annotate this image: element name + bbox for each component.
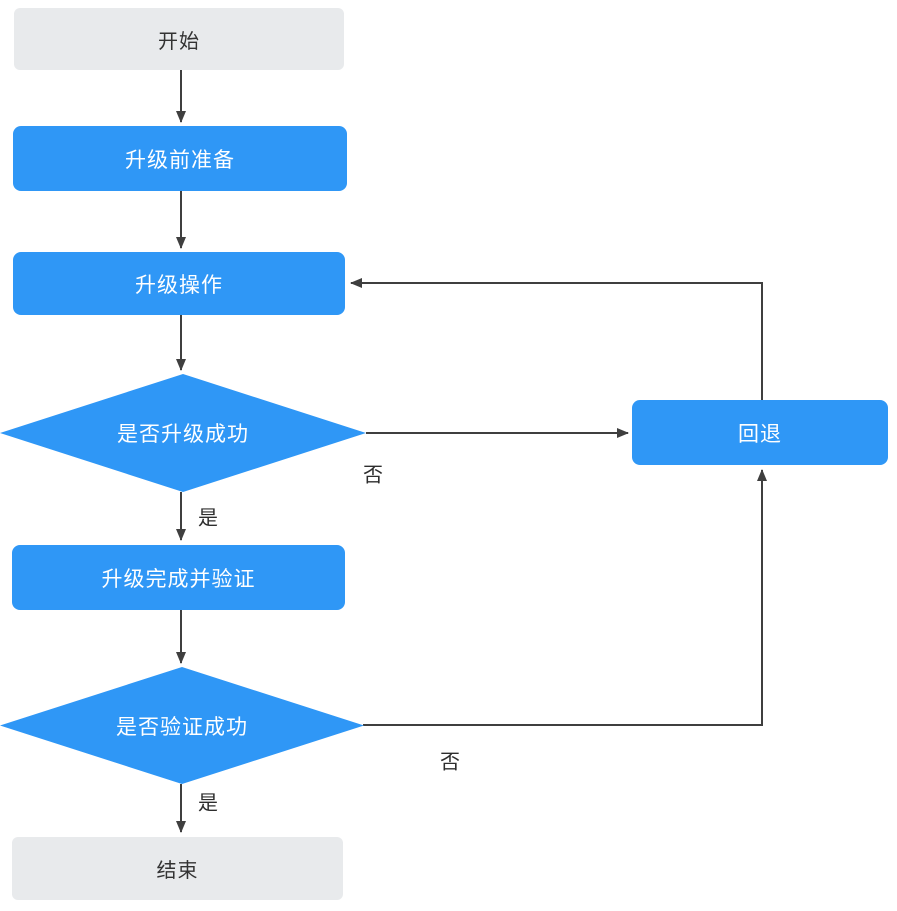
- verify-success-decision-label: 是否验证成功: [116, 715, 248, 739]
- start-node-label: 开始: [158, 30, 200, 53]
- edge-label-upgrade-yes: 是: [198, 507, 218, 530]
- prepare-node-label: 升级前准备: [125, 148, 235, 172]
- verify-node: 升级完成并验证: [12, 545, 345, 610]
- edge-label-upgrade-no: 否: [363, 464, 383, 487]
- verify-success-decision: 是否验证成功: [0, 667, 364, 784]
- rollback-node-label: 回退: [738, 422, 782, 446]
- end-node-label: 结束: [156, 860, 199, 882]
- edge-dec2-no-to-rollback: [363, 469, 767, 726]
- rollback-node: 回退: [632, 400, 888, 465]
- prepare-node: 升级前准备: [13, 126, 347, 191]
- operate-node: 升级操作: [13, 252, 345, 315]
- upgrade-success-decision-label: 是否升级成功: [117, 423, 249, 446]
- edge-label-verify-no: 否: [440, 751, 460, 774]
- start-node: 开始: [14, 8, 344, 70]
- upgrade-success-decision: 是否升级成功: [0, 374, 366, 492]
- operate-node-label: 升级操作: [135, 273, 223, 297]
- edge-label-verify-yes: 是: [198, 792, 218, 815]
- verify-node-label: 升级完成并验证: [101, 567, 256, 591]
- end-node: 结束: [12, 837, 343, 900]
- edge-rollback-to-operate: [350, 278, 763, 400]
